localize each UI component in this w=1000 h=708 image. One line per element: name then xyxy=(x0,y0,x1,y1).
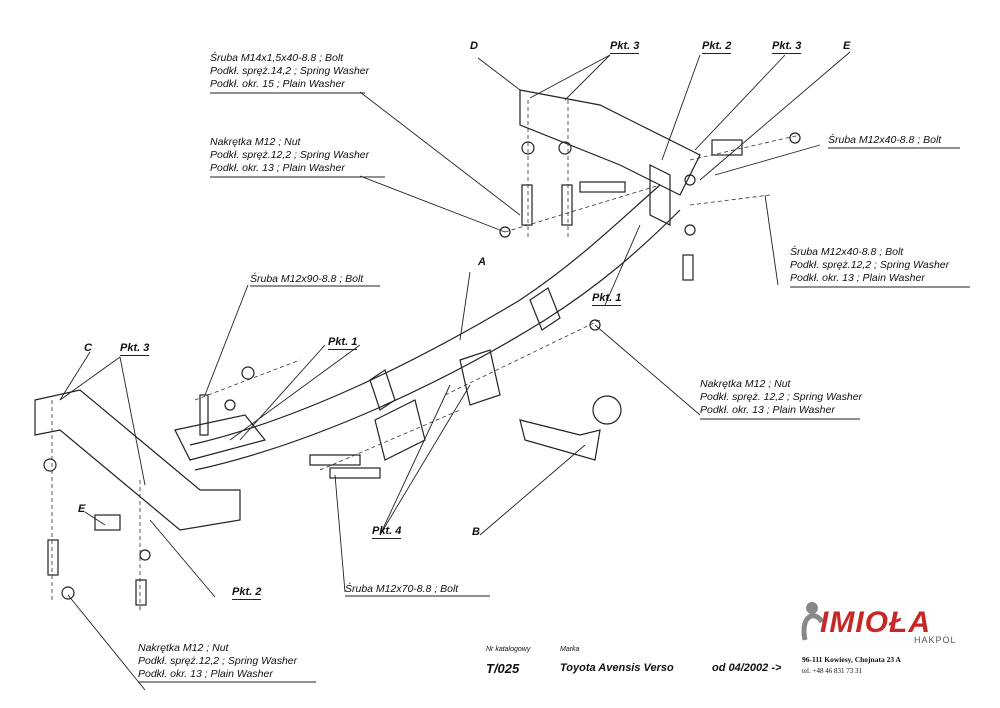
callout-line: Nakrętka M12 ; Nut xyxy=(700,378,791,390)
brand-logo-text: IMIOŁA xyxy=(820,606,931,639)
callout-bolt-m12x70: Śruba M12x70-8.8 ; Bolt xyxy=(345,583,459,595)
callout-nut-mid: Nakrętka M12 ; Nut Podkł. spręż. 12,2 ; … xyxy=(700,378,862,417)
point-label-pkt4: Pkt. 4 xyxy=(372,525,402,539)
callout-line: Śruba M14x1,5x40-8.8 ; Bolt xyxy=(210,52,344,64)
brand-subtitle: HAKPOL xyxy=(914,635,957,645)
callout-bolt-m12x40-top: Śruba M12x40-8.8 ; Bolt xyxy=(828,134,942,146)
callout-line: Podkł. spręż. 12,2 ; Spring Washer xyxy=(700,391,863,403)
callout-line: Podkł. okr. 13 ; Plain Washer xyxy=(790,272,925,284)
callout-line: Podkł. spręż.12,2 ; Spring Washer xyxy=(790,259,950,271)
callout-nut-top: Nakrętka M12 ; Nut Podkł. spręż.12,2 ; S… xyxy=(210,136,369,175)
callout-bolt-m14: Śruba M14x1,5x40-8.8 ; Bolt Podkł. spręż… xyxy=(210,52,369,91)
point-label-pkt1: Pkt. 1 xyxy=(328,336,358,350)
callout-bolt-m12x40-right: Śruba M12x40-8.8 ; Bolt Podkł. spręż.12,… xyxy=(790,246,949,285)
point-label-pkt2: Pkt. 2 xyxy=(232,586,262,600)
part-letter-a: A xyxy=(478,256,486,268)
part-letter-e: E xyxy=(78,503,86,515)
catalog-caption: Nr katalogowy xyxy=(486,646,531,653)
point-label-pkt1: Pkt. 1 xyxy=(592,292,622,306)
callout-line: Podkł. okr. 13 ; Plain Washer xyxy=(210,162,345,174)
callout-bolt-m12x90: Śruba M12x90-8.8 ; Bolt xyxy=(250,273,364,285)
part-letter-b: B xyxy=(472,526,480,538)
callout-line: Podkł. spręż.12,2 ; Spring Washer xyxy=(210,149,370,161)
callout-line: Podkł. okr. 13 ; Plain Washer xyxy=(700,404,835,416)
part-letter-e: E xyxy=(843,40,851,52)
company-address: 96-111 Kowiesy, Chojnata 23 A xyxy=(802,655,901,664)
point-label-pkt3: Pkt. 3 xyxy=(610,40,640,54)
from-date: od 04/2002 -> xyxy=(712,662,782,674)
callout-line: Nakrętka M12 ; Nut xyxy=(138,642,229,654)
part-letter-c: C xyxy=(84,342,92,354)
callout-line: Podkł. okr. 15 ; Plain Washer xyxy=(210,78,345,90)
callout-line: Podkł. okr. 13 ; Plain Washer xyxy=(138,668,273,680)
point-label-pkt2: Pkt. 2 xyxy=(702,40,732,54)
callout-line: Podkł. spręż.14,2 ; Spring Washer xyxy=(210,65,370,77)
make-caption: Marka xyxy=(560,646,580,653)
catalog-number: T/025 xyxy=(486,661,520,676)
part-letter-d: D xyxy=(470,40,478,52)
callout-nut-bottom: Nakrętka M12 ; Nut Podkł. spręż.12,2 ; S… xyxy=(138,642,297,681)
point-label-pkt3: Pkt. 3 xyxy=(120,342,150,356)
company-phone: tel. +48 46 831 73 31 xyxy=(802,667,862,675)
callout-line: Nakrętka M12 ; Nut xyxy=(210,136,301,148)
callout-line: Podkł. spręż.12,2 ; Spring Washer xyxy=(138,655,298,667)
point-label-pkt3: Pkt. 3 xyxy=(772,40,802,54)
make-value: Toyota Avensis Verso xyxy=(560,662,674,674)
callout-line: Śruba M12x40-8.8 ; Bolt xyxy=(790,246,904,258)
